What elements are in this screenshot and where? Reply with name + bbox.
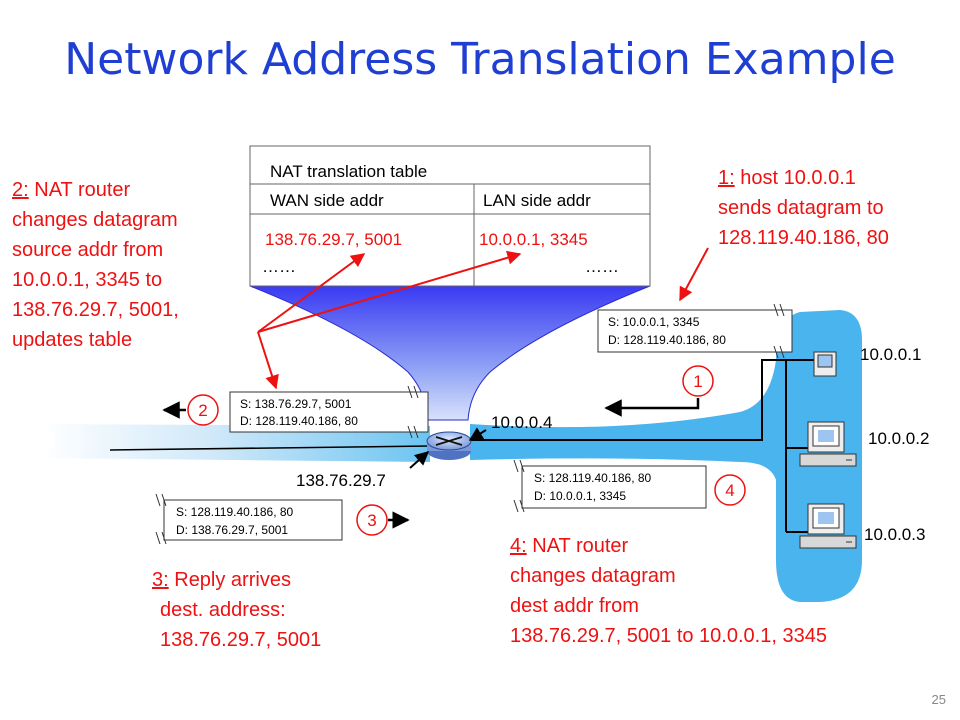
wan-entry: 138.76.29.7, 5001 [265,230,402,249]
svg-text:changes datagram: changes datagram [510,565,676,587]
host2-address: 10.0.0.2 [868,429,929,448]
datagram-4: S: 128.119.40.186, 80 D: 10.0.0.1, 3345 [513,459,707,513]
annotation-step-4: 4: NAT router changes datagram dest addr… [510,535,827,647]
annotation-step-3: 3: Reply arrives dest. address: 138.76.2… [152,569,321,651]
datagram-2-src: S: 138.76.29.7, 5001 [240,397,352,411]
datagram-3-src: S: 128.119.40.186, 80 [176,505,294,519]
svg-text:10.0.0.1, 3345 to: 10.0.0.1, 3345 to [12,269,162,291]
red-arrow-host1 [679,247,709,302]
lan-more: …… [585,257,619,276]
svg-text:source addr from: source addr from [12,239,163,261]
lan-router-address: 10.0.0.4 [491,413,552,432]
annotation-step-1: 1: host 10.0.0.1 sends datagram to 128.1… [718,167,889,249]
svg-text:138.76.29.7, 5001 to 10.0.0.1,: 138.76.29.7, 5001 to 10.0.0.1, 3345 [510,625,827,647]
svg-text:updates table: updates table [12,329,132,351]
host-icon-2 [799,421,857,467]
step-circle-1: 1 [682,365,714,397]
nat-router [426,431,472,460]
step-circle-4: 4 [714,474,746,506]
svg-text:dest. address:: dest. address: [160,599,286,621]
svg-text:138.76.29.7, 5001,: 138.76.29.7, 5001, [12,299,179,321]
svg-text:4: 4 [725,481,734,500]
step-circle-2: 2 [187,394,219,426]
translation-funnel [249,285,651,421]
svg-text:2: 2 [198,401,207,420]
svg-text:dest addr from: dest addr from [510,595,639,617]
table-title: NAT translation table [270,162,427,181]
host-icon-1 [813,351,837,377]
host3-address: 10.0.0.3 [864,525,925,544]
wan-more: …… [262,257,296,276]
lan-network-region [470,310,862,602]
red-arrow-lan-entry [257,250,522,333]
page-number: 25 [932,692,946,707]
datagram-1-dst: D: 128.119.40.186, 80 [608,333,726,347]
host-icon-3 [799,503,857,549]
datagram-2: S: 138.76.29.7, 5001 D: 128.119.40.186, … [229,385,429,439]
page-title: Network Address Translation Example [64,34,896,85]
svg-text:3: Reply arrives: 3: Reply arrives [152,569,291,591]
nat-translation-table: NAT translation table WAN side addr LAN … [249,145,651,287]
wan-header: WAN side addr [270,191,384,210]
svg-text:1: 1 [693,372,702,391]
host1-address: 10.0.0.1 [860,345,921,364]
wan-router-address: 138.76.29.7 [296,471,386,490]
svg-text:1: host 10.0.0.1: 1: host 10.0.0.1 [718,167,856,189]
datagram-1: S: 10.0.0.1, 3345 D: 128.119.40.186, 80 [597,303,793,359]
datagram-4-dst: D: 10.0.0.1, 3345 [534,489,626,503]
svg-text:sends datagram to: sends datagram to [718,197,884,219]
datagram-3: S: 128.119.40.186, 80 D: 138.76.29.7, 50… [155,493,343,545]
wan-link-band [40,424,430,462]
svg-text:changes datagram: changes datagram [12,209,178,231]
step-circle-3: 3 [356,504,388,536]
svg-text:2: NAT router: 2: NAT router [12,179,131,201]
svg-text:4: NAT router: 4: NAT router [510,535,629,557]
red-arrow-datagram2 [257,331,279,390]
arrow-router-lan [468,427,487,441]
arrow-router-wan [409,451,430,469]
datagram-4-src: S: 128.119.40.186, 80 [534,471,652,485]
svg-text:138.76.29.7, 5001: 138.76.29.7, 5001 [160,629,321,651]
lan-header: LAN side addr [483,191,591,210]
wan-cable [109,445,431,451]
datagram-2-dst: D: 128.119.40.186, 80 [240,414,358,428]
datagram-3-dst: D: 138.76.29.7, 5001 [176,523,288,537]
red-arrow-wan-entry [257,253,366,333]
svg-text:128.119.40.186, 80: 128.119.40.186, 80 [718,227,889,249]
annotation-step-2: 2: NAT router changes datagram source ad… [12,179,179,351]
svg-text:3: 3 [367,511,376,530]
lan-entry: 10.0.0.1, 3345 [479,230,588,249]
datagram-1-src: S: 10.0.0.1, 3345 [608,315,700,329]
arrow-step-1 [604,398,700,417]
